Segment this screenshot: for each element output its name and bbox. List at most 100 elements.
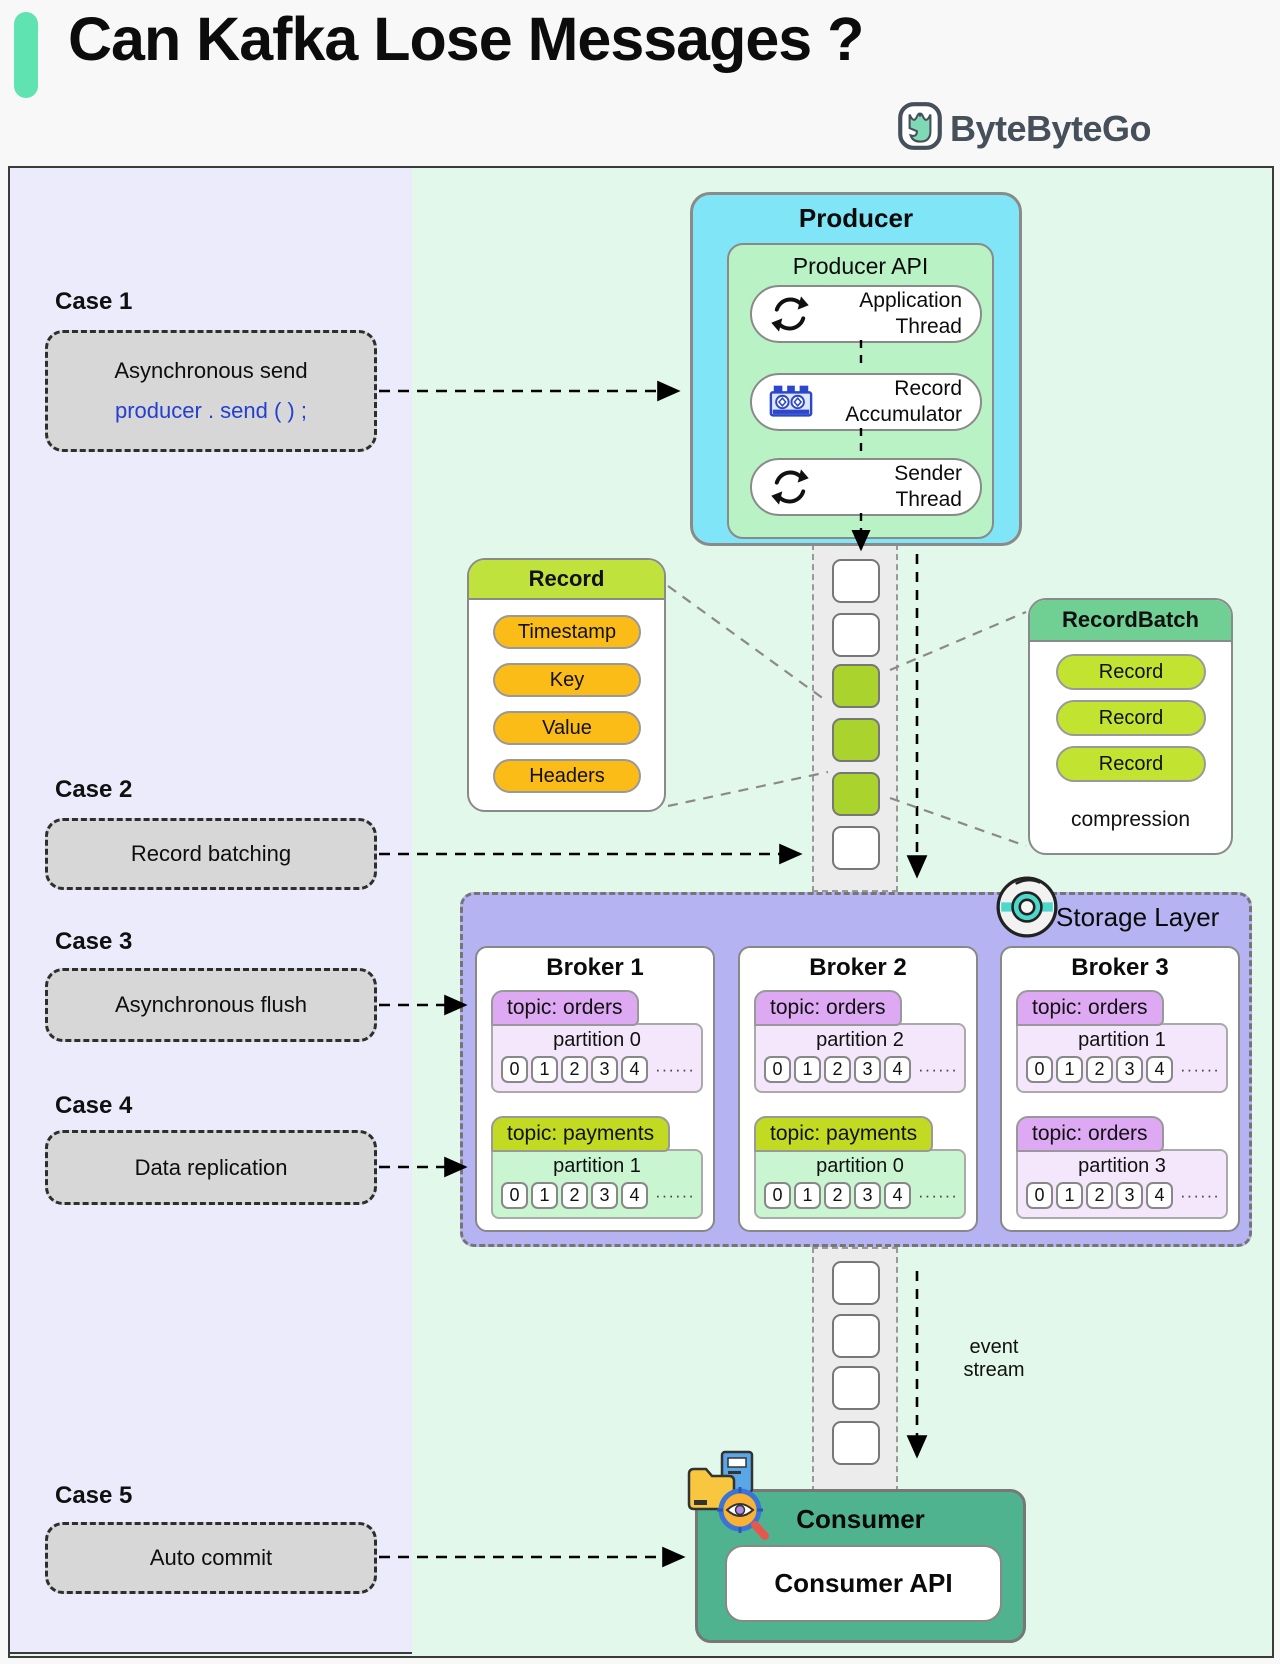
broker-1-title: Broker 1	[546, 954, 644, 981]
offset-cell: 1	[531, 1056, 558, 1083]
case-1-box: Asynchronous send producer . send ( ) ;	[45, 330, 377, 452]
case-3-box: Asynchronous flush	[45, 968, 377, 1042]
record-structure-box: Record Timestamp Key Value Headers	[467, 558, 666, 812]
record-batch-box: RecordBatch Record Record Record compres…	[1028, 598, 1233, 855]
topic-partition-group: topic: orders partition 3 0 1 2 3 4 ····…	[1016, 1116, 1230, 1238]
offset-cells: 0 1 2 3 4 ······	[764, 1056, 958, 1083]
message-queue-storage-to-consumer	[812, 1247, 898, 1492]
broker-2-box: Broker 2 topic: orders partition 2 0 1 2…	[738, 946, 978, 1232]
topic-partition-group: topic: payments partition 1 0 1 2 3 4 ··…	[491, 1116, 705, 1238]
offset-cells: 0 1 2 3 4 ······	[501, 1056, 695, 1083]
producer-api-title: Producer API	[792, 253, 929, 279]
offset-cell: 2	[561, 1182, 588, 1209]
offset-cells: 0 1 2 3 4 ······	[1026, 1182, 1220, 1209]
application-thread-pill: Application Thread	[750, 285, 982, 343]
topic-label: topic: payments	[754, 1116, 934, 1152]
offset-cell: 3	[591, 1182, 618, 1209]
queue-cell	[832, 664, 880, 708]
case-4-box: Data replication	[45, 1130, 377, 1205]
topic-label: topic: payments	[491, 1116, 671, 1152]
record-batch-item: Record	[1056, 654, 1206, 690]
topic-label: topic: orders	[1016, 990, 1164, 1026]
offset-cell: 4	[621, 1182, 648, 1209]
offset-ellipsis: ······	[1180, 1185, 1220, 1205]
offset-cells: 0 1 2 3 4 ······	[1026, 1056, 1220, 1083]
offset-cell: 3	[1116, 1056, 1143, 1083]
offset-cell: 3	[854, 1182, 881, 1209]
offset-ellipsis: ······	[655, 1185, 695, 1205]
offset-ellipsis: ······	[655, 1059, 695, 1079]
application-thread-label: Application Thread	[859, 289, 962, 338]
consumer-api-box: Consumer API	[725, 1545, 1002, 1622]
queue-cell	[832, 559, 880, 603]
case-1-code: producer . send ( ) ;	[115, 398, 307, 423]
topic-partition-group: topic: orders partition 0 0 1 2 3 4 ····…	[491, 990, 705, 1112]
title-accent-bar	[14, 12, 38, 98]
offset-cell: 0	[1026, 1182, 1053, 1209]
offset-ellipsis: ······	[918, 1185, 958, 1205]
consumer-monitor-icon	[682, 1448, 782, 1548]
broker-3-title: Broker 3	[1071, 954, 1169, 981]
partition-block: partition 2 0 1 2 3 4 ······	[754, 1023, 966, 1093]
offset-cells: 0 1 2 3 4 ······	[764, 1182, 958, 1209]
topic-partition-group: topic: orders partition 1 0 1 2 3 4 ····…	[1016, 990, 1230, 1112]
record-title: Record	[469, 560, 664, 600]
record-field-key: Key	[493, 663, 641, 697]
record-batch-item: Record	[1056, 700, 1206, 736]
bytebytego-logo-icon	[896, 100, 944, 157]
producer-title: Producer	[798, 203, 914, 233]
queue-cell	[832, 1366, 880, 1410]
queue-cell	[832, 772, 880, 816]
offset-cell: 1	[1056, 1182, 1083, 1209]
case-4-label: Case 4	[55, 1092, 133, 1119]
offset-cell: 0	[1026, 1056, 1053, 1083]
offset-cell: 1	[794, 1182, 821, 1209]
offset-cell: 3	[1116, 1182, 1143, 1209]
sync-icon	[768, 292, 812, 336]
record-field-headers: Headers	[493, 759, 641, 793]
queue-cell	[832, 613, 880, 657]
case-2-box: Record batching	[45, 818, 377, 890]
queue-cell	[832, 1421, 880, 1465]
offset-cell: 0	[501, 1182, 528, 1209]
offset-cell: 2	[1086, 1182, 1113, 1209]
storage-layer-title: Storage Layer	[1056, 902, 1220, 932]
consumer-box: Consumer Consumer API	[695, 1489, 1026, 1643]
offset-cells: 0 1 2 3 4 ······	[501, 1182, 695, 1209]
offset-cell: 4	[884, 1182, 911, 1209]
offset-cell: 1	[794, 1056, 821, 1083]
partition-block: partition 1 0 1 2 3 4 ······	[1016, 1023, 1228, 1093]
case-1-text: Asynchronous send	[114, 358, 308, 383]
offset-cell: 4	[884, 1056, 911, 1083]
topic-label: topic: orders	[491, 990, 639, 1026]
record-batch-title: RecordBatch	[1030, 600, 1231, 642]
case-1-label: Case 1	[55, 288, 133, 315]
offset-cell: 1	[1056, 1056, 1083, 1083]
accumulator-icon	[768, 380, 813, 424]
case-5-text: Auto commit	[149, 1545, 273, 1570]
offset-cell: 4	[1146, 1182, 1173, 1209]
offset-cell: 2	[824, 1182, 851, 1209]
offset-cell: 1	[531, 1182, 558, 1209]
producer-box: Producer Producer API Application Thread	[690, 192, 1022, 546]
partition-block: partition 1 0 1 2 3 4 ······	[491, 1149, 703, 1219]
topic-partition-group: topic: payments partition 0 0 1 2 3 4 ··…	[754, 1116, 968, 1238]
partition-block: partition 3 0 1 2 3 4 ······	[1016, 1149, 1228, 1219]
bytebytego-logo-text: ByteByteGo	[950, 107, 1152, 149]
sync-icon	[768, 465, 812, 509]
broker-3-box: Broker 3 topic: orders partition 1 0 1 2…	[1000, 946, 1240, 1232]
offset-ellipsis: ······	[918, 1059, 958, 1079]
record-field-value: Value	[493, 711, 641, 745]
queue-cell	[832, 1314, 880, 1358]
disk-icon	[994, 874, 1060, 940]
bytebytego-logo: ByteByteGo	[896, 100, 1152, 157]
case-3-text: Asynchronous flush	[115, 992, 307, 1017]
queue-cell	[832, 718, 880, 762]
compression-note: compression	[1070, 808, 1191, 831]
partition-block: partition 0 0 1 2 3 4 ······	[491, 1023, 703, 1093]
offset-cell: 4	[621, 1056, 648, 1083]
event-stream-label: event stream	[963, 1336, 1025, 1381]
case-2-label: Case 2	[55, 776, 133, 803]
sender-thread-pill: Sender Thread	[750, 458, 982, 516]
